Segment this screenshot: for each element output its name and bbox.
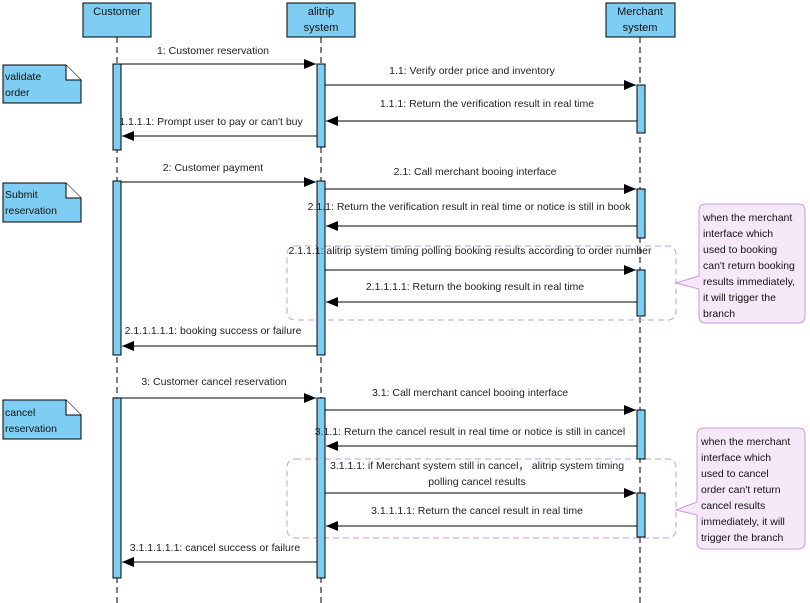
message-label: 3.1.1.1.1: Return the cancel result in r… [371, 505, 583, 517]
activation-merchant-3[interactable] [636, 269, 646, 317]
note-submit-reservation[interactable]: Submit reservation [2, 182, 82, 223]
activation-merchant-1[interactable] [636, 84, 646, 134]
message-label: 1.1.1: Return the verification result in… [380, 98, 594, 110]
callout-line: when the merchant [700, 436, 790, 448]
callout-line: interface which [703, 228, 773, 240]
activation-alitrip-2[interactable] [316, 180, 326, 356]
message-2-1-1-1-1[interactable]: 2.1.1.1.1: Return the booking result in … [326, 281, 637, 307]
message-label: 2.1.1.1: alitrip system timing polling b… [288, 245, 652, 257]
activation-customer-3[interactable] [112, 397, 122, 579]
participant-customer[interactable]: Customer [82, 2, 152, 38]
callout-line: branch [703, 308, 735, 320]
message-label: 3.1.1: Return the cancel result in real … [315, 426, 625, 438]
callout-line: can't return booking [703, 260, 795, 272]
note-label: cancel [5, 407, 35, 419]
callout-booking-branch[interactable]: when the merchant interface which used t… [674, 203, 806, 324]
callout-line: immediately, it will [701, 516, 785, 528]
callout-line: order can't return [701, 484, 781, 496]
message-2-1[interactable]: 2.1: Call merchant booing interface [325, 166, 636, 194]
note-label: reservation [5, 423, 57, 435]
message-3-1[interactable]: 3.1: Call merchant cancel booing interfa… [325, 387, 636, 415]
participant-label: system [623, 22, 658, 34]
message-1-1-1-1[interactable]: 1.1.1.1: Prompt user to pay or can't buy [119, 116, 317, 141]
activation-merchant-2[interactable] [636, 188, 646, 239]
message-label: 2.1.1: Return the verification result in… [308, 201, 631, 213]
activation-customer-2[interactable] [112, 180, 122, 356]
activation-alitrip-3[interactable] [316, 397, 326, 579]
note-label: Submit [5, 189, 38, 201]
message-label: 3: Customer cancel reservation [141, 376, 286, 388]
message-label: 2.1: Call merchant booing interface [394, 166, 557, 178]
message-1-1[interactable]: 1.1: Verify order price and inventory [325, 65, 636, 90]
message-3[interactable]: 3: Customer cancel reservation [121, 376, 316, 403]
activation-merchant-4[interactable] [636, 409, 646, 460]
callout-line: results immediately, [703, 276, 795, 288]
message-label: 3.1: Call merchant cancel booing interfa… [372, 387, 568, 399]
callout-line: used to cancel [701, 468, 769, 480]
message-label: 3.1.1.1.1.1: cancel success or failure [130, 542, 301, 554]
message-label: 1.1.1.1: Prompt user to pay or can't buy [119, 116, 303, 128]
note-label: reservation [5, 205, 57, 217]
callout-cancel-branch[interactable]: when the merchant interface which used t… [674, 427, 806, 550]
participant-label: system [304, 22, 339, 34]
message-1[interactable]: 1: Customer reservation [121, 45, 316, 69]
message-label: 2: Customer payment [163, 162, 263, 174]
callout-line: it will trigger the [703, 292, 776, 304]
note-label: order [5, 87, 30, 99]
activation-merchant-5[interactable] [636, 492, 646, 538]
message-2-1-1-1-1-1[interactable]: 2.1.1.1.1.1: booking success or failure [122, 325, 317, 351]
callout-line: when the merchant [702, 212, 792, 224]
message-2-1-1[interactable]: 2.1.1: Return the verification result in… [308, 201, 637, 231]
message-label: 3.1.1.1: if Merchant system still in can… [330, 460, 624, 472]
participant-merchant[interactable]: Merchant system [605, 2, 676, 38]
message-2[interactable]: 2: Customer payment [121, 162, 316, 187]
message-label: 1.1: Verify order price and inventory [389, 65, 556, 77]
message-label: polling cancel results [428, 476, 525, 488]
activation-customer-1[interactable] [112, 63, 122, 151]
callout-line: cancel results [701, 500, 765, 512]
participant-label: alitrip [308, 6, 334, 18]
message-3-1-1-1[interactable]: 3.1.1.1: if Merchant system still in can… [325, 460, 636, 498]
callout-line: used to booking [703, 244, 777, 256]
message-2-1-1-1[interactable]: 2.1.1.1: alitrip system timing polling b… [288, 245, 652, 275]
participant-label: Merchant [617, 6, 663, 18]
message-3-1-1-1-1-1[interactable]: 3.1.1.1.1.1: cancel success or failure [122, 542, 317, 567]
message-1-1-1[interactable]: 1.1.1: Return the verification result in… [326, 98, 637, 126]
callout-line: interface which [701, 452, 771, 464]
message-label: 1: Customer reservation [157, 45, 269, 57]
message-3-1-1[interactable]: 3.1.1: Return the cancel result in real … [315, 426, 637, 451]
message-label: 2.1.1.1.1.1: booking success or failure [125, 325, 302, 337]
participant-alitrip[interactable]: alitrip system [286, 2, 356, 38]
note-label: validate [5, 71, 41, 83]
callout-line: trigger the branch [701, 532, 783, 544]
activation-alitrip-1[interactable] [316, 63, 326, 148]
participant-label: Customer [93, 6, 141, 18]
note-validate-order[interactable]: validate order [2, 64, 82, 104]
message-label: 2.1.1.1.1: Return the booking result in … [366, 281, 584, 293]
message-3-1-1-1-1[interactable]: 3.1.1.1.1: Return the cancel result in r… [326, 505, 637, 531]
note-cancel-reservation[interactable]: cancel reservation [2, 399, 82, 440]
